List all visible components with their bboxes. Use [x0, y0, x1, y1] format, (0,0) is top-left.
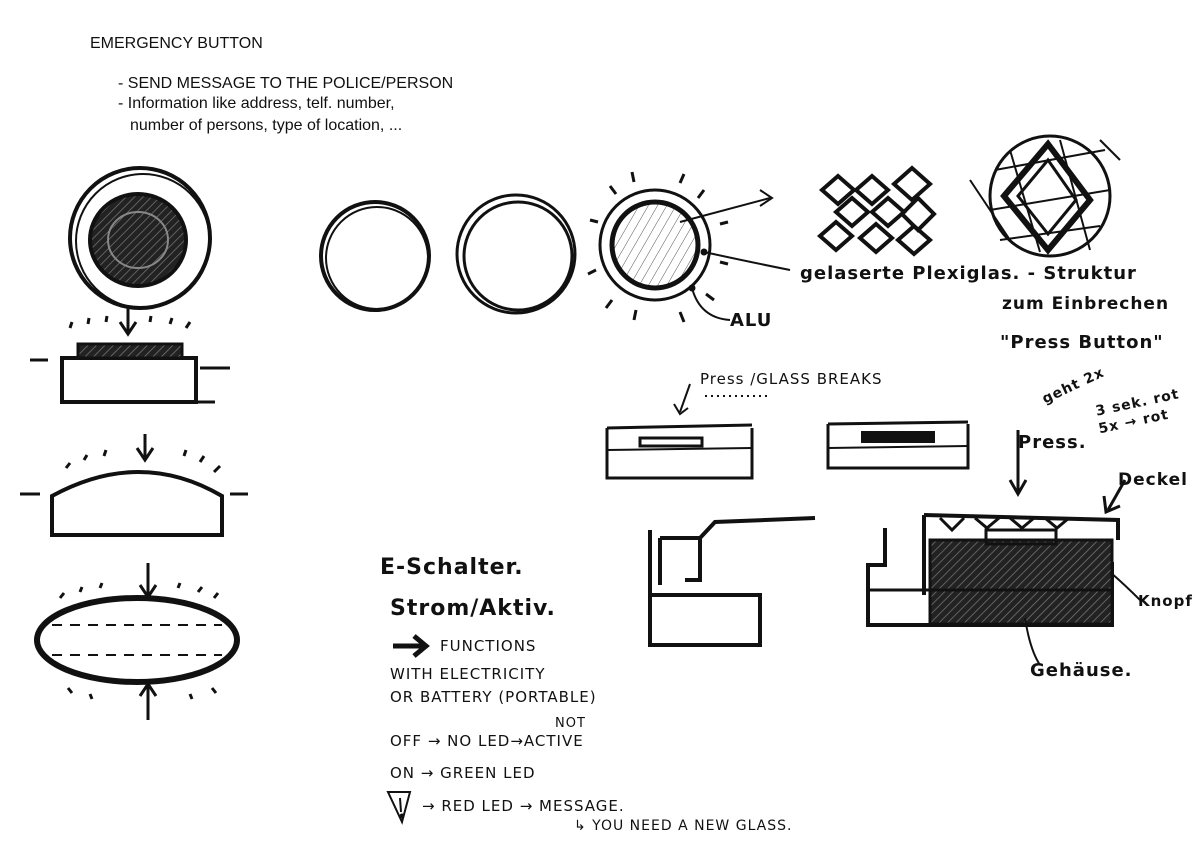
note-e-schalter: E-Schalter.: [380, 555, 524, 580]
note-off: OFF → NO LED→ACTIVE: [390, 732, 584, 750]
arrow-right-icon: [393, 634, 430, 658]
bullet-information: - Information like address, telf. number…: [118, 95, 395, 112]
note-new-glass: ↳ YOU NEED A NEW GLASS.: [574, 818, 793, 834]
button-side-view-flat: [30, 315, 230, 404]
note-red-led: → RED LED → MESSAGE.: [422, 797, 625, 815]
label-knopf: Knopf: [1138, 592, 1193, 610]
glowing-button-sketch: [587, 171, 791, 323]
note-on: ON → GREEN LED: [390, 764, 536, 782]
bullet-information-cont: number of persons, type of location, ...: [130, 117, 403, 134]
button-side-view-pressed: [34, 563, 240, 720]
warning-icon: [386, 791, 412, 825]
profile-step-sketch: [648, 516, 816, 647]
diamond-pattern-sketch: [816, 165, 937, 257]
bullet-send-message: - SEND MESSAGE TO THE POLICE/PERSON: [118, 75, 454, 92]
section-detail-sketch: [866, 430, 1141, 666]
note-battery: OR BATTERY (PORTABLE): [390, 688, 597, 706]
glass-break-sketch-2: [826, 420, 970, 470]
crosshatch-circle-sketch: [969, 134, 1121, 258]
page-title: EMERGENCY BUTTON: [90, 35, 263, 52]
button-side-view-dome: [20, 434, 248, 537]
label-deckel: Deckel: [1118, 470, 1188, 490]
arrow-down-icon: [118, 308, 138, 337]
note-not: NOT: [555, 716, 586, 731]
note-strom-aktiv: Strom/Aktiv.: [390, 596, 556, 621]
note-electricity: WITH ELECTRICITY: [390, 665, 546, 683]
label-struktur: zum Einbrechen: [1002, 294, 1170, 314]
label-press: Press.: [1018, 432, 1087, 453]
note-functions: FUNCTIONS: [440, 637, 537, 655]
label-gehause: Gehäuse.: [1030, 660, 1133, 681]
label-plexiglass: gelaserte Plexiglas. - Struktur: [800, 263, 1137, 284]
circle-sketch-1: [319, 200, 431, 312]
button-top-view: [68, 166, 212, 310]
label-press-button: "Press Button": [1000, 332, 1164, 353]
glass-break-sketch-1: [605, 383, 770, 480]
label-alu: ALU: [730, 310, 773, 331]
circle-sketch-2: [455, 193, 577, 315]
label-glass-breaks: Press /GLASS BREAKS: [700, 370, 883, 388]
